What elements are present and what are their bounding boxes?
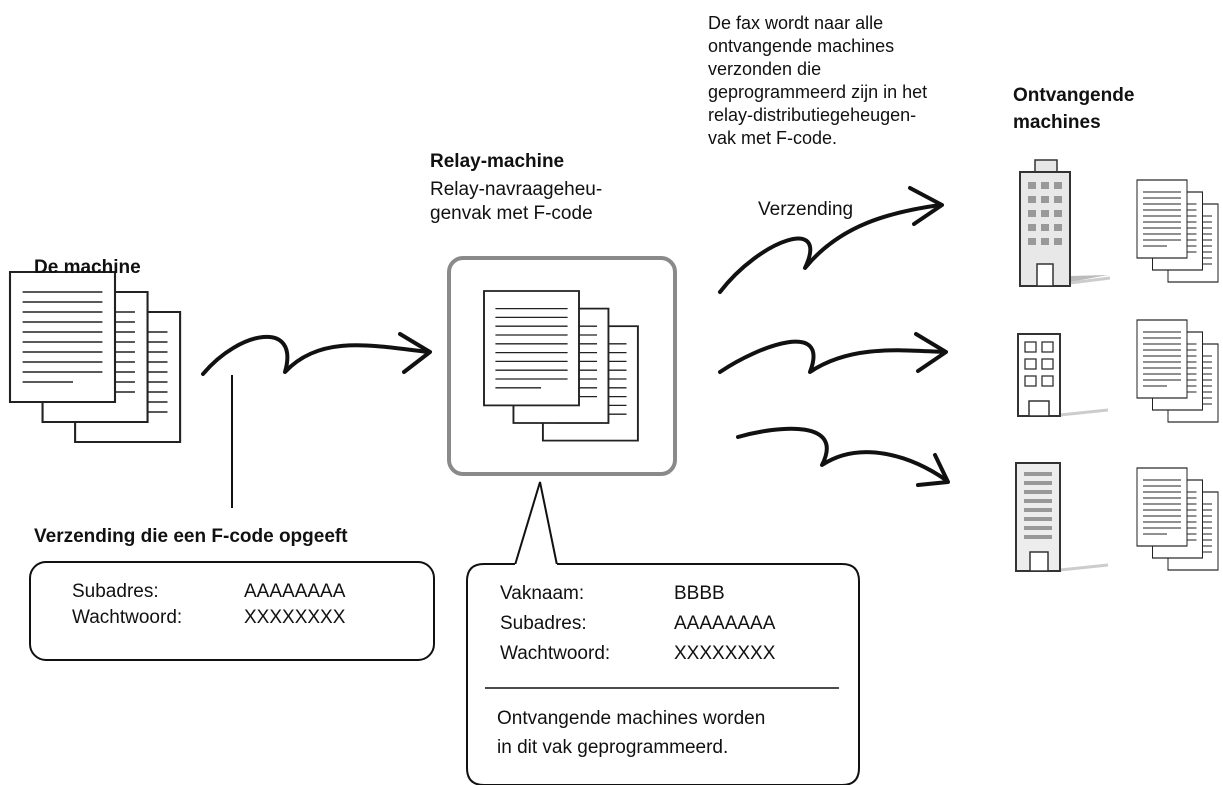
striped-building-icon bbox=[1015, 462, 1109, 572]
field-row: Wachtwoord: XXXXXXXX bbox=[500, 639, 775, 669]
receivers-title: Ontvangende machines bbox=[1013, 82, 1134, 136]
field-row: Subadres: AAAAAAAA bbox=[72, 579, 345, 605]
received-document-icon bbox=[1137, 468, 1218, 570]
field-value: BBBB bbox=[674, 583, 725, 604]
receivers-title-line: machines bbox=[1013, 112, 1101, 133]
relay-callout-note: Ontvangende machines worden in dit vak g… bbox=[497, 704, 765, 762]
field-label: Subadres: bbox=[72, 581, 159, 602]
receivers-note: De fax wordt naar alle ontvangende machi… bbox=[708, 12, 927, 150]
relay-subtitle-line: Relay-navraageheu- bbox=[430, 179, 603, 200]
received-document-icon bbox=[1137, 320, 1218, 422]
note-line: in dit vak geprogrammeerd. bbox=[497, 737, 729, 758]
field-label: Subadres: bbox=[500, 613, 587, 634]
note-line: verzonden die bbox=[708, 59, 822, 79]
relay-callout-fields: Vaknaam: BBBB Subadres: AAAAAAAA Wachtwo… bbox=[500, 579, 775, 669]
received-document-icon bbox=[1137, 180, 1218, 282]
sender-document-icon bbox=[10, 272, 180, 442]
receivers-title-line: Ontvangende bbox=[1013, 85, 1135, 106]
note-line: vak met F-code. bbox=[708, 128, 838, 148]
field-value: XXXXXXXX bbox=[674, 643, 776, 664]
field-row: Wachtwoord: XXXXXXXX bbox=[72, 605, 345, 631]
sender-callout-heading: Verzending die een F-code opgeeft bbox=[34, 526, 348, 547]
field-value: AAAAAAAA bbox=[674, 613, 776, 634]
field-label: Wachtwoord: bbox=[500, 643, 611, 664]
relay-callout-pointer bbox=[514, 481, 558, 566]
transmission-arrow-icon bbox=[201, 332, 432, 376]
field-value: XXXXXXXX bbox=[244, 607, 346, 628]
relay-subtitle: Relay-navraageheu- genvak met F-code bbox=[430, 178, 602, 226]
note-line: geprogrammeerd zijn in het bbox=[708, 82, 928, 102]
transmission-label: Verzending bbox=[758, 199, 854, 220]
note-line: ontvangende machines bbox=[708, 36, 895, 56]
relay-title: Relay-machine bbox=[430, 151, 565, 172]
field-row: Vaknaam: BBBB bbox=[500, 579, 775, 609]
sender-callout-fields: Subadres: AAAAAAAA Wachtwoord: XXXXXXXX bbox=[72, 579, 345, 631]
field-label: Wachtwoord: bbox=[72, 607, 183, 628]
field-row: Subadres: AAAAAAAA bbox=[500, 609, 775, 639]
field-label: Vaknaam: bbox=[500, 583, 585, 604]
sender-title: De machine bbox=[34, 257, 141, 278]
note-line: relay-distributiegeheugen- bbox=[708, 105, 917, 125]
distribution-arrows-icon bbox=[718, 186, 950, 487]
small-building-icon bbox=[1017, 333, 1109, 417]
relay-callout-box bbox=[466, 563, 860, 785]
sender-callout-box bbox=[29, 561, 435, 661]
office-building-icon bbox=[1019, 159, 1111, 287]
note-line: Ontvangende machines worden bbox=[497, 708, 766, 729]
field-value: AAAAAAAA bbox=[244, 581, 346, 602]
relay-subtitle-line: genvak met F-code bbox=[430, 203, 593, 224]
note-line: De fax wordt naar alle bbox=[708, 13, 884, 33]
